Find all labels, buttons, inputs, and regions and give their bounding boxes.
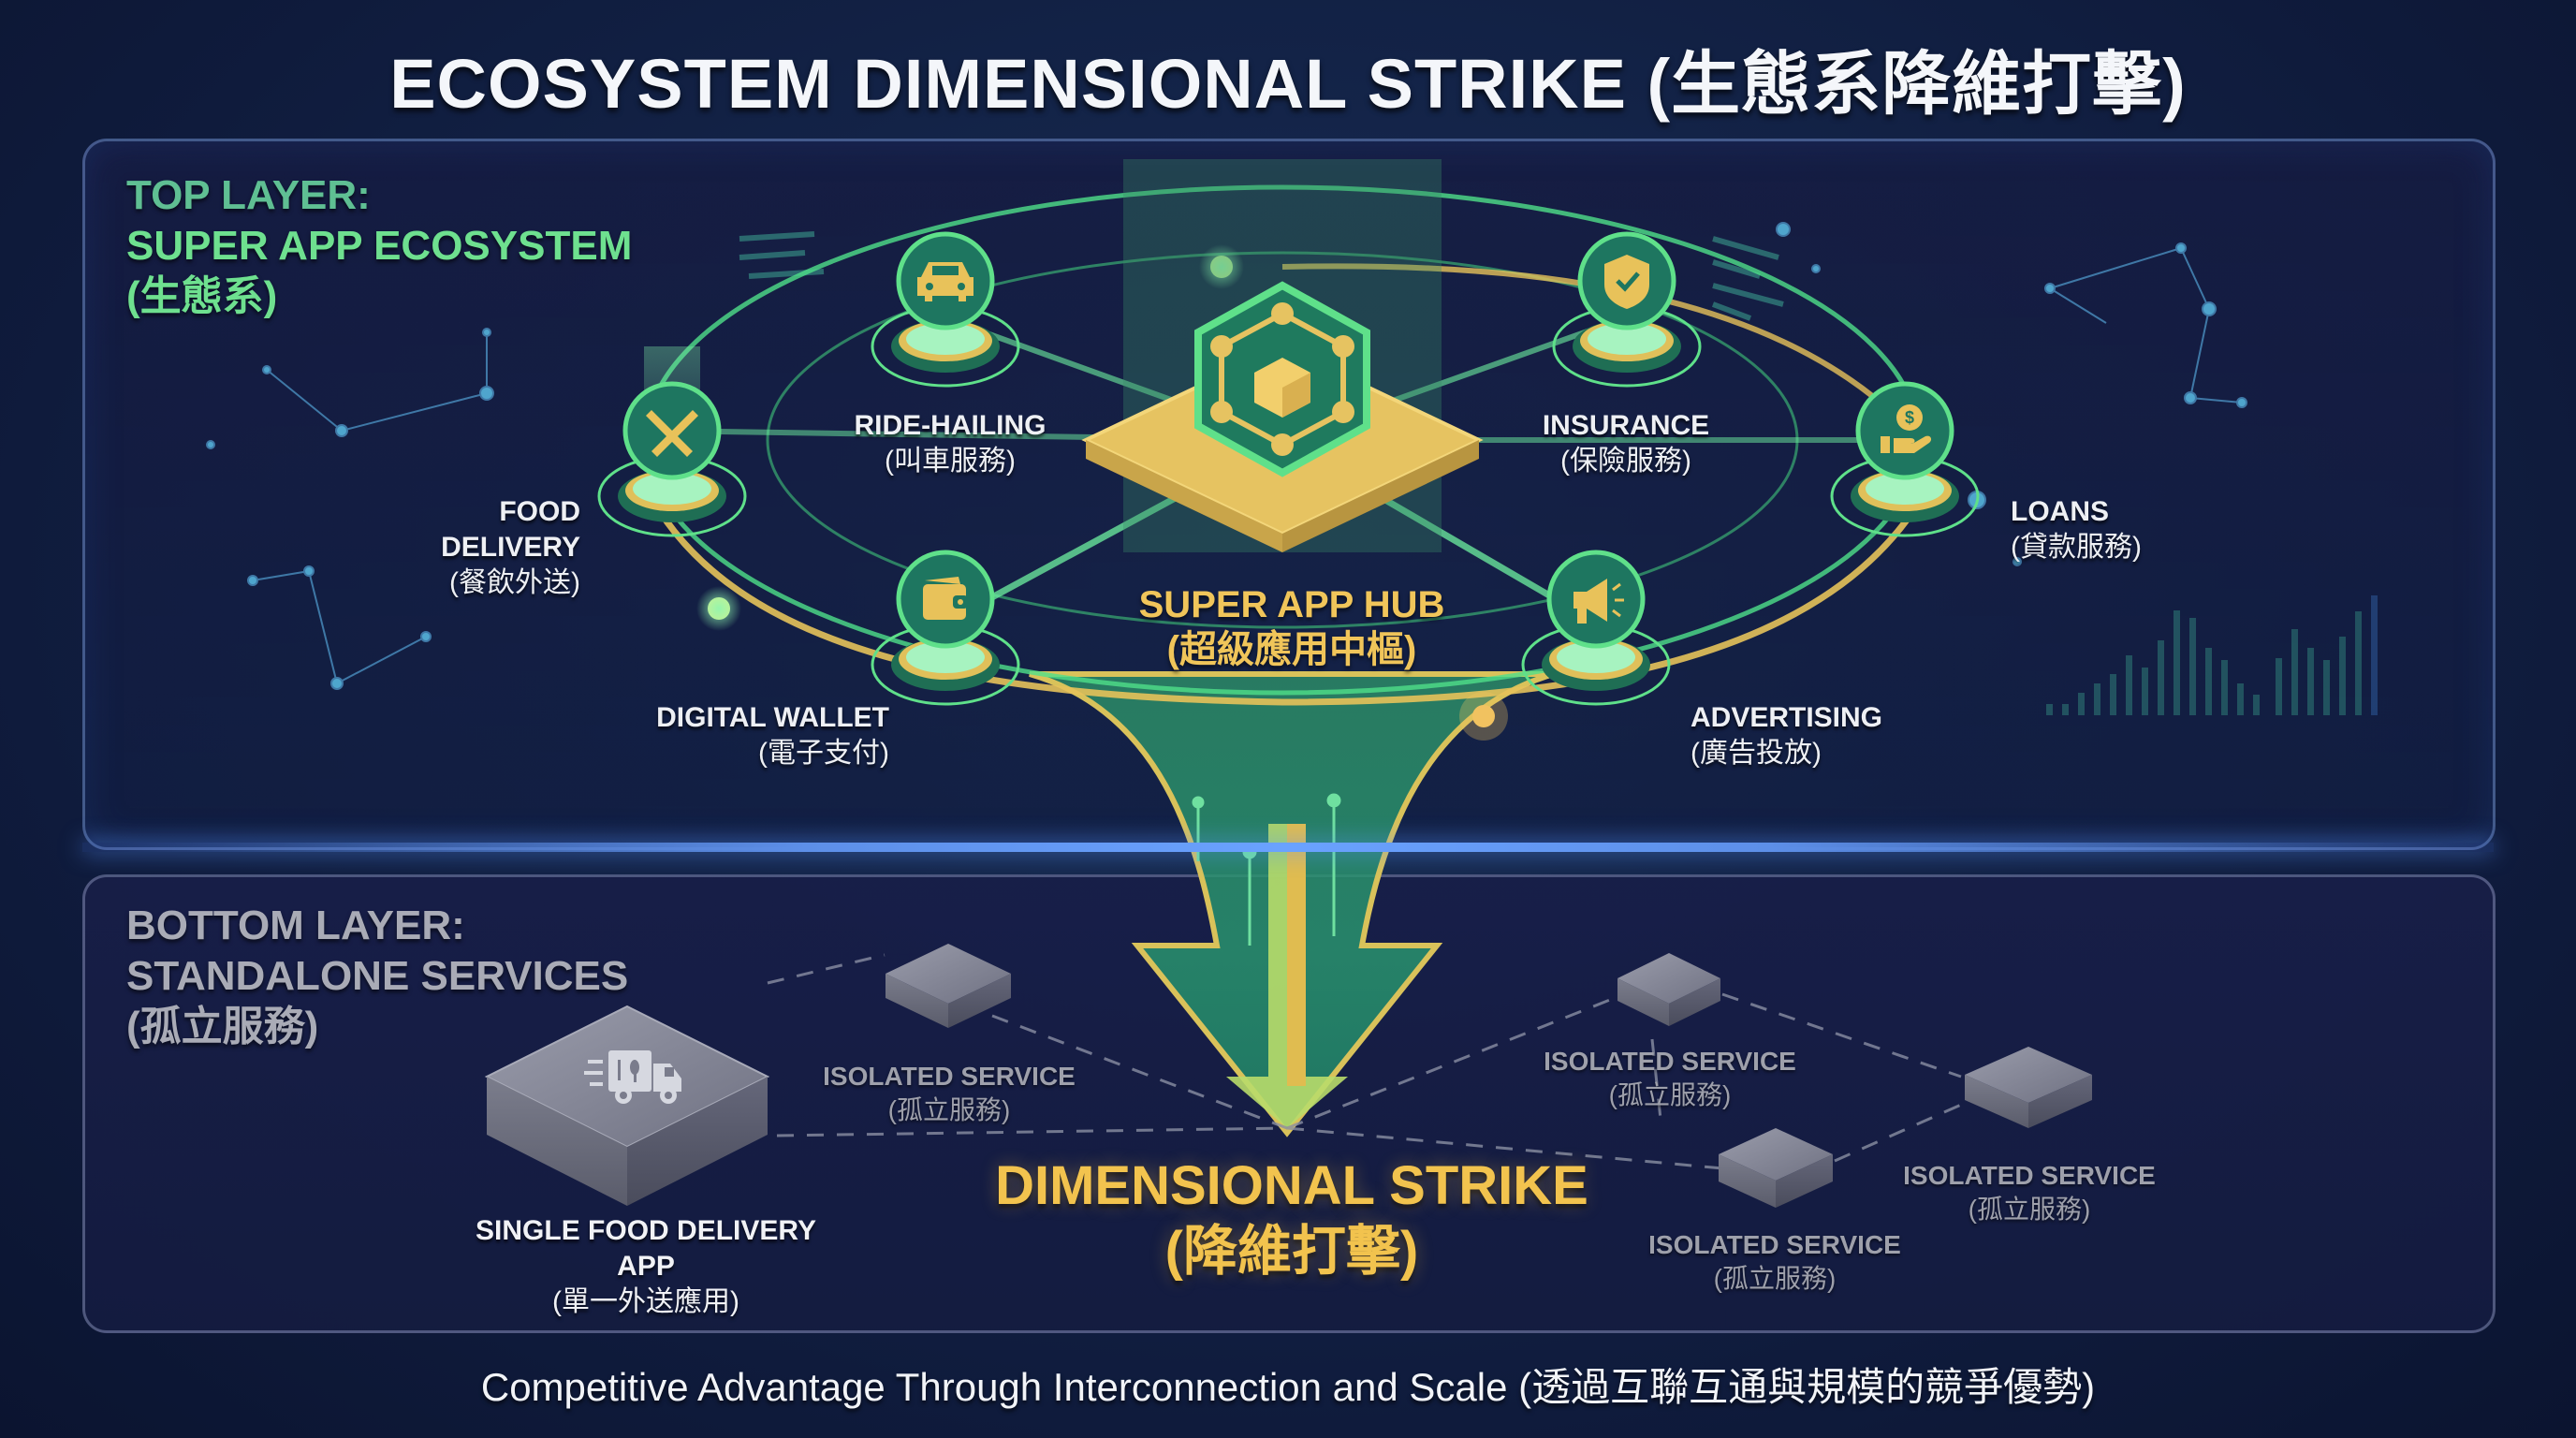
- service-node-pedestals: [597, 231, 1980, 706]
- service-label-advertising: ADVERTISING (廣告投放): [1690, 700, 1934, 771]
- hub-name: SUPER APP HUB: [1138, 584, 1445, 625]
- hand-dollar-icon: $: [1881, 404, 1932, 453]
- bottom-layer-title: BOTTOM LAYER: STANDALONE SERVICES (孤立服務): [126, 901, 628, 1052]
- service-name: INSURANCE: [1542, 410, 1710, 441]
- service-label-food-delivery: FOOD DELIVERY (餐飲外送): [365, 494, 580, 601]
- isolated-name-zh: (孤立服務): [1608, 1080, 1732, 1109]
- service-name-zh: (叫車服務): [885, 446, 1016, 477]
- top-layer-title-line3: (生態系): [126, 273, 278, 319]
- svg-text:$: $: [1905, 408, 1914, 427]
- service-label-digital-wallet: DIGITAL WALLET (電子支付): [646, 700, 889, 771]
- isolated-name: ISOLATED SERVICE: [1648, 1230, 1901, 1259]
- strike-funnel: [1029, 671, 1555, 1137]
- hub-name-zh: (超級應用中樞): [1166, 629, 1417, 670]
- delivery-truck-icon: [584, 1050, 681, 1104]
- bottom-layer-title-line3: (孤立服務): [126, 1004, 319, 1049]
- isolated-name: ISOLATED SERVICE: [1903, 1161, 2156, 1190]
- service-name: RIDE-HAILING: [854, 410, 1046, 441]
- isolated-name: ISOLATED SERVICE: [1544, 1047, 1796, 1076]
- bottom-layer-title-line2: STANDALONE SERVICES: [126, 953, 629, 999]
- megaphone-icon: [1573, 579, 1624, 624]
- service-name: FOOD DELIVERY: [441, 496, 580, 563]
- service-name-zh: (餐飲外送): [449, 567, 580, 598]
- isolated-service-label-2: ISOLATED SERVICE (孤立服務): [1539, 1045, 1801, 1112]
- single-food-delivery-app-label: SINGLE FOOD DELIVERY APP (單一外送應用): [449, 1213, 842, 1320]
- service-label-insurance: INSURANCE (保險服務): [1518, 408, 1734, 479]
- layer-divider: [82, 843, 2494, 852]
- isolated-service-cube-1: [886, 944, 1011, 1028]
- super-app-hub-node: [1081, 159, 1484, 552]
- isolated-name-zh: (孤立服務): [1713, 1264, 1837, 1293]
- service-name: DIGITAL WALLET: [656, 702, 889, 733]
- isolated-service-label-4: ISOLATED SERVICE (孤立服務): [1898, 1159, 2160, 1226]
- bottom-layer-title-line1: BOTTOM LAYER:: [126, 902, 465, 948]
- service-label-ride-hailing: RIDE-HAILING (叫車服務): [842, 408, 1058, 479]
- strike-name-zh: (降維打擊): [1164, 1221, 1419, 1282]
- constellation-left: [206, 328, 494, 690]
- data-streaks: [739, 231, 1784, 321]
- isolated-service-cube-2: [1617, 953, 1720, 1026]
- super-app-hub-label: SUPER APP HUB (超級應用中樞): [1105, 582, 1479, 672]
- decorative-bars: [2046, 595, 2378, 715]
- single-app-name-zh: (單一外送應用): [552, 1286, 739, 1317]
- isolated-service-cube-3: [1719, 1128, 1833, 1208]
- fork-knife-icon: [646, 410, 698, 457]
- orbit-beads: [696, 244, 1508, 741]
- service-name-zh: (保險服務): [1560, 446, 1691, 477]
- service-name: LOANS: [2011, 496, 2109, 527]
- shield-check-icon: [1604, 255, 1649, 309]
- isolated-name-zh: (孤立服務): [887, 1095, 1011, 1124]
- isolated-service-label-3: ISOLATED SERVICE (孤立服務): [1644, 1228, 1906, 1296]
- service-label-loans: LOANS (貸款服務): [2011, 494, 2226, 565]
- dimensional-strike-label: DIMENSIONAL STRIKE (降維打擊): [973, 1153, 1610, 1284]
- isolated-service-label-1: ISOLATED SERVICE (孤立服務): [818, 1060, 1080, 1127]
- footer-caption: Competitive Advantage Through Interconne…: [480, 1365, 2096, 1409]
- top-layer-title-line2: SUPER APP ECOSYSTEM: [126, 223, 633, 269]
- service-name-zh: (貸款服務): [2011, 532, 2142, 563]
- top-layer-title-line1: TOP LAYER:: [126, 172, 371, 218]
- page-title: ECOSYSTEM DIMENSIONAL STRIKE (生態系降維打擊): [389, 45, 2187, 123]
- service-name-zh: (電子支付): [758, 738, 889, 769]
- isolated-connections: [767, 953, 1962, 1170]
- car-icon: [917, 262, 973, 301]
- strike-name: DIMENSIONAL STRIKE: [995, 1155, 1588, 1216]
- isolated-service-cube-4: [1965, 1047, 2092, 1128]
- service-name: ADVERTISING: [1690, 702, 1883, 733]
- service-name-zh: (廣告投放): [1690, 738, 1822, 769]
- wallet-icon: [923, 577, 968, 620]
- isolated-name-zh: (孤立服務): [1968, 1195, 2091, 1224]
- single-app-name: SINGLE FOOD DELIVERY APP: [476, 1215, 816, 1282]
- isolated-name: ISOLATED SERVICE: [823, 1062, 1076, 1091]
- top-layer-title: TOP LAYER: SUPER APP ECOSYSTEM (生態系): [126, 170, 632, 322]
- constellation-right: [1776, 222, 2247, 566]
